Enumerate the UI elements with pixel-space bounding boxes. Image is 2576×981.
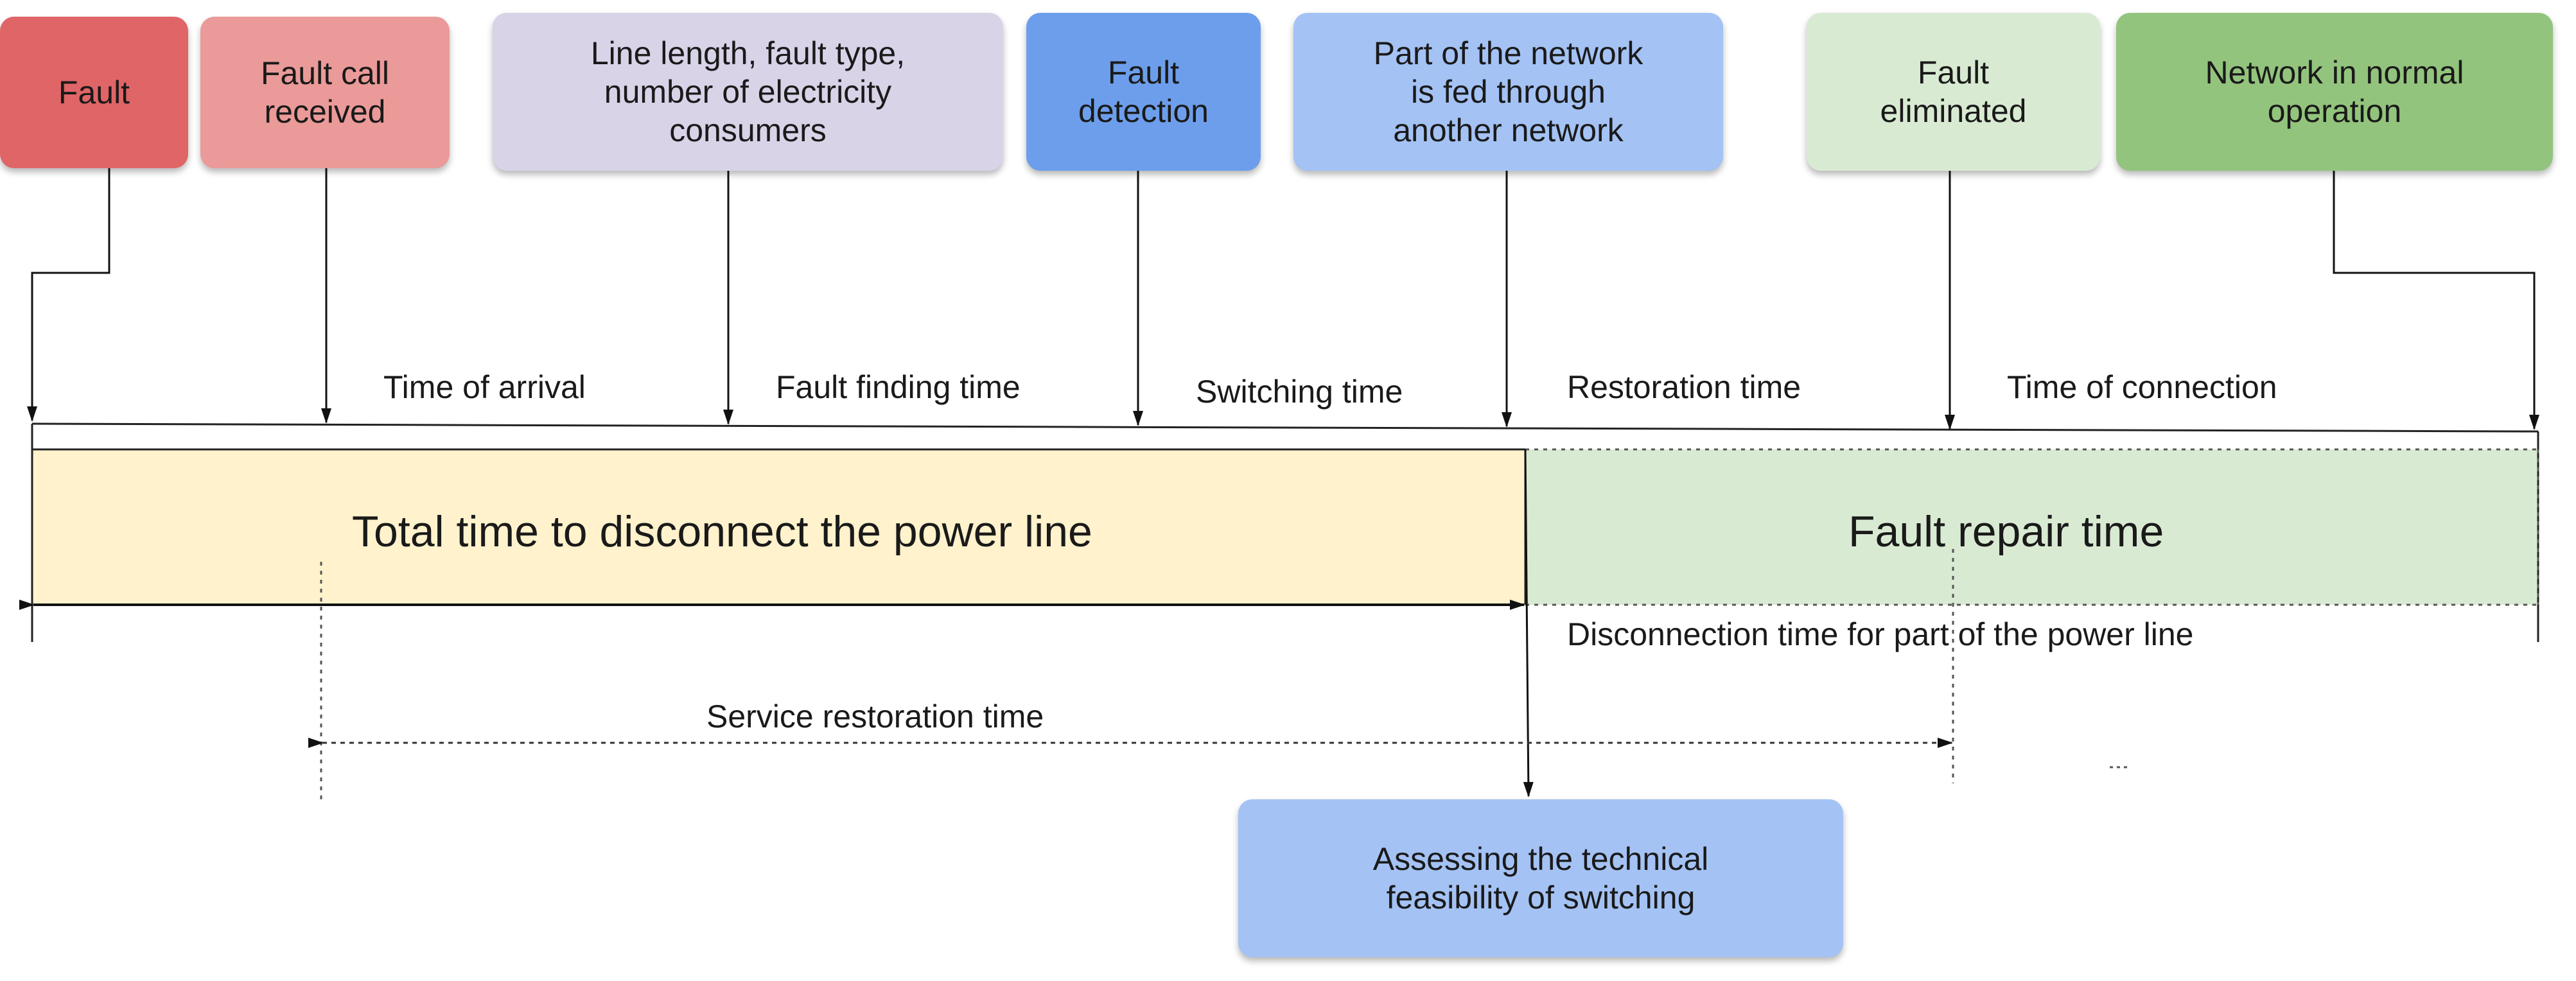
partial-disconnection-label: Disconnection time for part of the power…	[1567, 616, 2194, 652]
repair-band	[1525, 449, 2538, 605]
interval-switching: Switching time	[1196, 374, 1403, 410]
fault-call-box: Fault call received	[200, 17, 450, 168]
disconnect-band-label: Total time to disconnect the power line	[352, 507, 1092, 556]
line-info-box: Line length, fault type, number of elect…	[493, 13, 1003, 171]
fault-detection-box: Fault detection	[1026, 13, 1261, 171]
assessment-box: Assessing the technical feasibility of s…	[1238, 799, 1843, 957]
interval-time-of-arrival: Time of arrival	[383, 369, 586, 405]
timeline-axis	[31, 422, 2539, 433]
fault-box: Fault	[0, 17, 188, 168]
normal-operation-connector	[2333, 168, 2539, 430]
fault-connector	[27, 168, 110, 422]
interval-restoration: Restoration time	[1567, 369, 1801, 405]
service-restoration-label: Service restoration time	[706, 699, 1044, 734]
repair-band-label: Fault repair time	[1848, 507, 2164, 556]
interval-fault-finding: Fault finding time	[776, 369, 1021, 405]
normal-operation-box: Network in normal operation	[2116, 13, 2553, 171]
fault-eliminated-box: Fault eliminated	[1807, 13, 2100, 171]
interval-time-of-connection: Time of connection	[2007, 369, 2277, 405]
fed-through-box: Part of the network is fed through anoth…	[1293, 13, 1723, 171]
disconnect-band	[32, 449, 1525, 605]
